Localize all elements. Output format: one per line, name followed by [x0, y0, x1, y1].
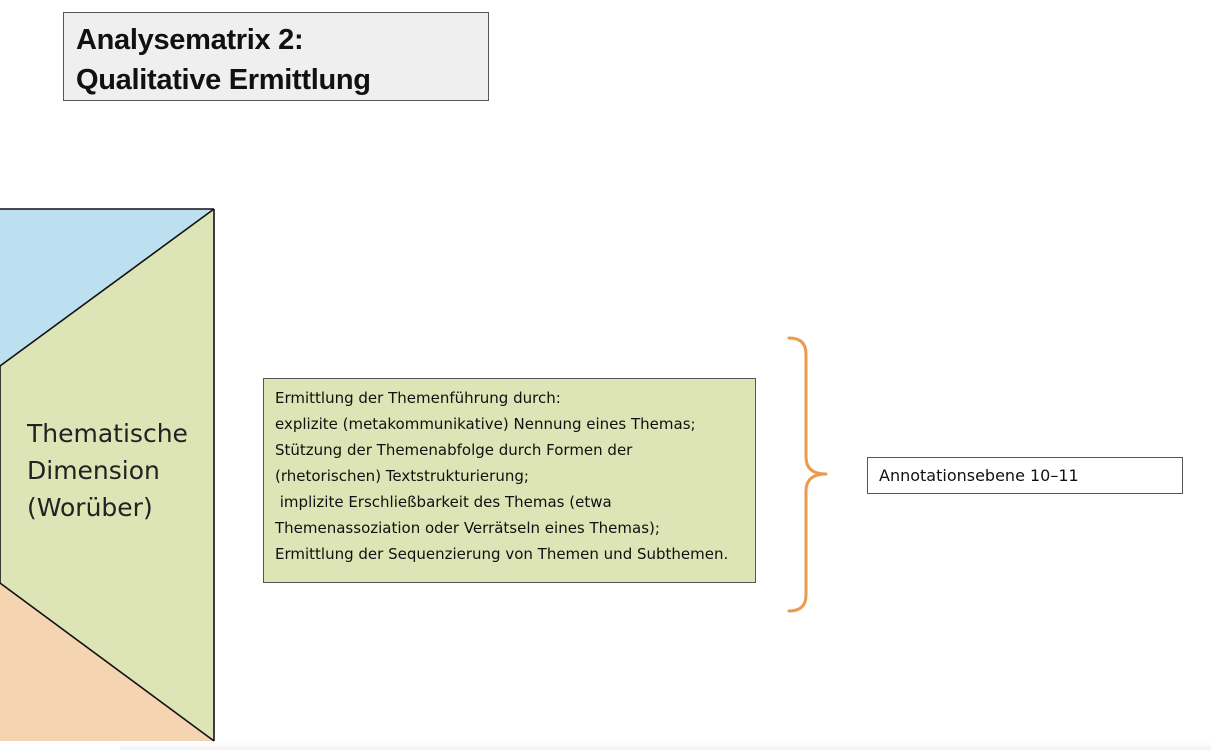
- description-line: explizite (metakommunikative) Nennung ei…: [275, 415, 696, 433]
- annotation-label: Annotationsebene 10–11: [879, 466, 1079, 485]
- curly-brace: [787, 336, 828, 613]
- description-box: Ermittlung der Themenführung durch: expl…: [263, 378, 756, 583]
- upper-diagonal: [0, 208, 215, 367]
- description-line: Ermittlung der Sequenzierung von Themen …: [275, 545, 729, 563]
- description-line: Themenassoziation oder Verrätseln eines …: [275, 519, 660, 537]
- dimension-label-line-1: Thematische: [27, 419, 188, 448]
- title-line-1: Analysematrix 2:: [76, 24, 304, 56]
- title-line-2: Qualitative Ermittlung: [76, 64, 371, 96]
- description-line: Stützung der Themenabfolge durch Formen …: [275, 441, 633, 459]
- green-dimension-panel: [0, 209, 214, 741]
- description-line: implizite Erschließbarkeit des Themas (e…: [275, 493, 612, 511]
- dimension-label: Thematische Dimension (Worüber): [27, 415, 207, 526]
- annotation-box: Annotationsebene 10–11: [867, 457, 1183, 494]
- dimension-label-line-3: (Worüber): [27, 493, 153, 522]
- description-line: Ermittlung der Themenführung durch:: [275, 389, 561, 407]
- dimension-label-line-2: Dimension: [27, 456, 160, 485]
- description-line: (rhetorischen) Textstrukturierung;: [275, 467, 529, 485]
- lower-diagonal: [0, 582, 215, 742]
- bottom-shadow: [120, 742, 1211, 750]
- title-box: Analysematrix 2: Qualitative Ermittlung: [63, 12, 489, 101]
